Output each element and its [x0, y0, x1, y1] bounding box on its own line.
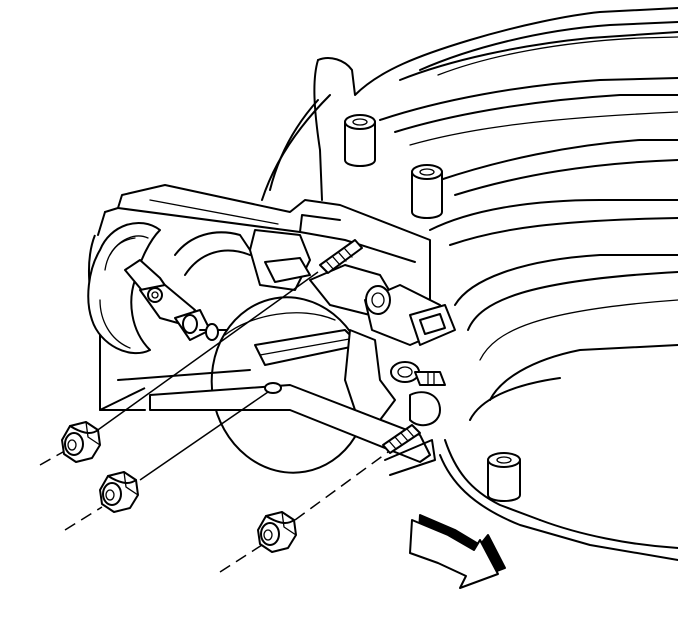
stud-upper — [319, 239, 363, 274]
manifold-boss-1 — [344, 114, 376, 167]
intake-manifold — [261, 7, 678, 561]
nut-2 — [99, 471, 139, 513]
manifold-boss-2 — [411, 164, 443, 219]
direction-arrow-icon — [409, 514, 506, 589]
iac-valve — [364, 284, 456, 346]
throttle-body — [87, 184, 456, 476]
manifold-boss-3 — [487, 452, 521, 502]
alignment-lines — [39, 271, 389, 573]
nut-3 — [257, 511, 297, 553]
nut-1 — [61, 421, 101, 463]
stud-lower — [382, 424, 421, 454]
